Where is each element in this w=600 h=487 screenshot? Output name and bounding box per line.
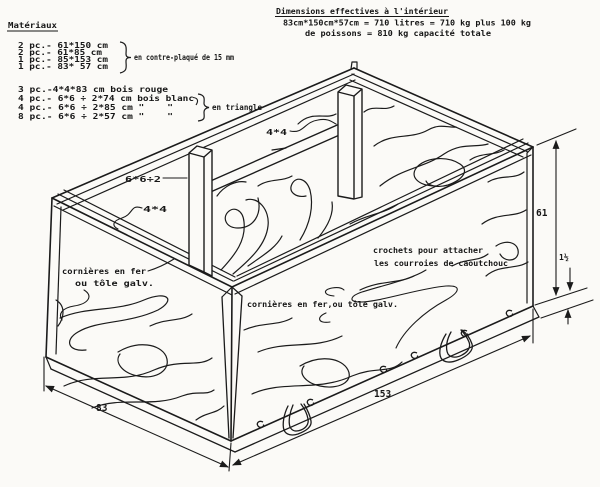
dim-line-width [45, 385, 229, 468]
dimension-lines [43, 128, 594, 472]
materials-item: 4 pc.- 6*6 ÷ 2*85 cm " " [18, 103, 173, 112]
front-face-grain [243, 171, 529, 395]
materials-item: 1 pc.- 83* 57 cm [18, 62, 109, 71]
brace-triangle [197, 93, 210, 122]
dim-height-value: 61 [536, 208, 548, 219]
materials-item: 1 pc.- 85*153 cm [18, 55, 109, 64]
dim-length-value: 153 [374, 389, 391, 400]
label-angle-iron-front: cornières en fer,ou tôle galv. [247, 300, 398, 309]
materials-item: 2 pc.- 61*150 cm [18, 41, 109, 50]
leader-lines [59, 118, 458, 349]
label-corner-strip: 6*6÷2 [125, 175, 161, 184]
materials-title: Matériaux [8, 20, 57, 30]
label-hooks: crochets pour attacher [373, 246, 484, 255]
label-hooks: les courroies de caoutchouc [374, 259, 508, 268]
drawing-labels: 6*6÷2 4*4 4*4 cornières en fer ou tôle g… [62, 128, 569, 414]
label-rail-left: 4*4 [143, 205, 168, 214]
materials-item: 2 pc.- 61*85 cm [18, 48, 103, 57]
materials-block: Matériaux 2 pc.- 61*150 cm 2 pc.- 61*85 … [7, 20, 262, 122]
back-wall-grain [271, 105, 395, 151]
dim-width-value: 83 [96, 403, 108, 414]
dim-line-length [232, 335, 531, 466]
capacity-block: Dimensions effectives à l'intérieur 83cm… [275, 7, 532, 38]
capacity-line: 83cm*150cm*57cm = 710 litres = 710 kg pl… [283, 19, 532, 28]
materials-group-note: en contre-plaqué de 15 mm [134, 53, 234, 62]
cross-rail [205, 121, 345, 195]
label-rail-top: 4*4 [266, 128, 288, 137]
label-angle-iron-left: ou tôle galv. [75, 279, 154, 288]
capacity-line: de poissons = 810 kg capacité totale [305, 29, 492, 38]
interior-post-front [188, 145, 213, 277]
floor-grain-right [349, 125, 505, 225]
blanc-tie [192, 96, 199, 106]
capacity-title: Dimensions effectives à l'intérieur [276, 7, 449, 16]
interior-post-back [337, 84, 363, 200]
materials-group-note: en triangle [212, 103, 262, 112]
dim-skid-value: 1½ [559, 252, 569, 262]
floor-grain-left [216, 175, 333, 275]
brace-plywood [119, 41, 132, 74]
label-angle-iron-left: cornières en fer [62, 267, 147, 276]
materials-item: 8 pc.- 6*6 ÷ 2*57 cm " " [18, 112, 173, 121]
materials-item: 3 pc.-4*4*83 cm bois rouge [18, 85, 169, 94]
materials-item: 4 pc.- 6*6 ÷ 2*74 cm bois blanc [18, 94, 194, 103]
